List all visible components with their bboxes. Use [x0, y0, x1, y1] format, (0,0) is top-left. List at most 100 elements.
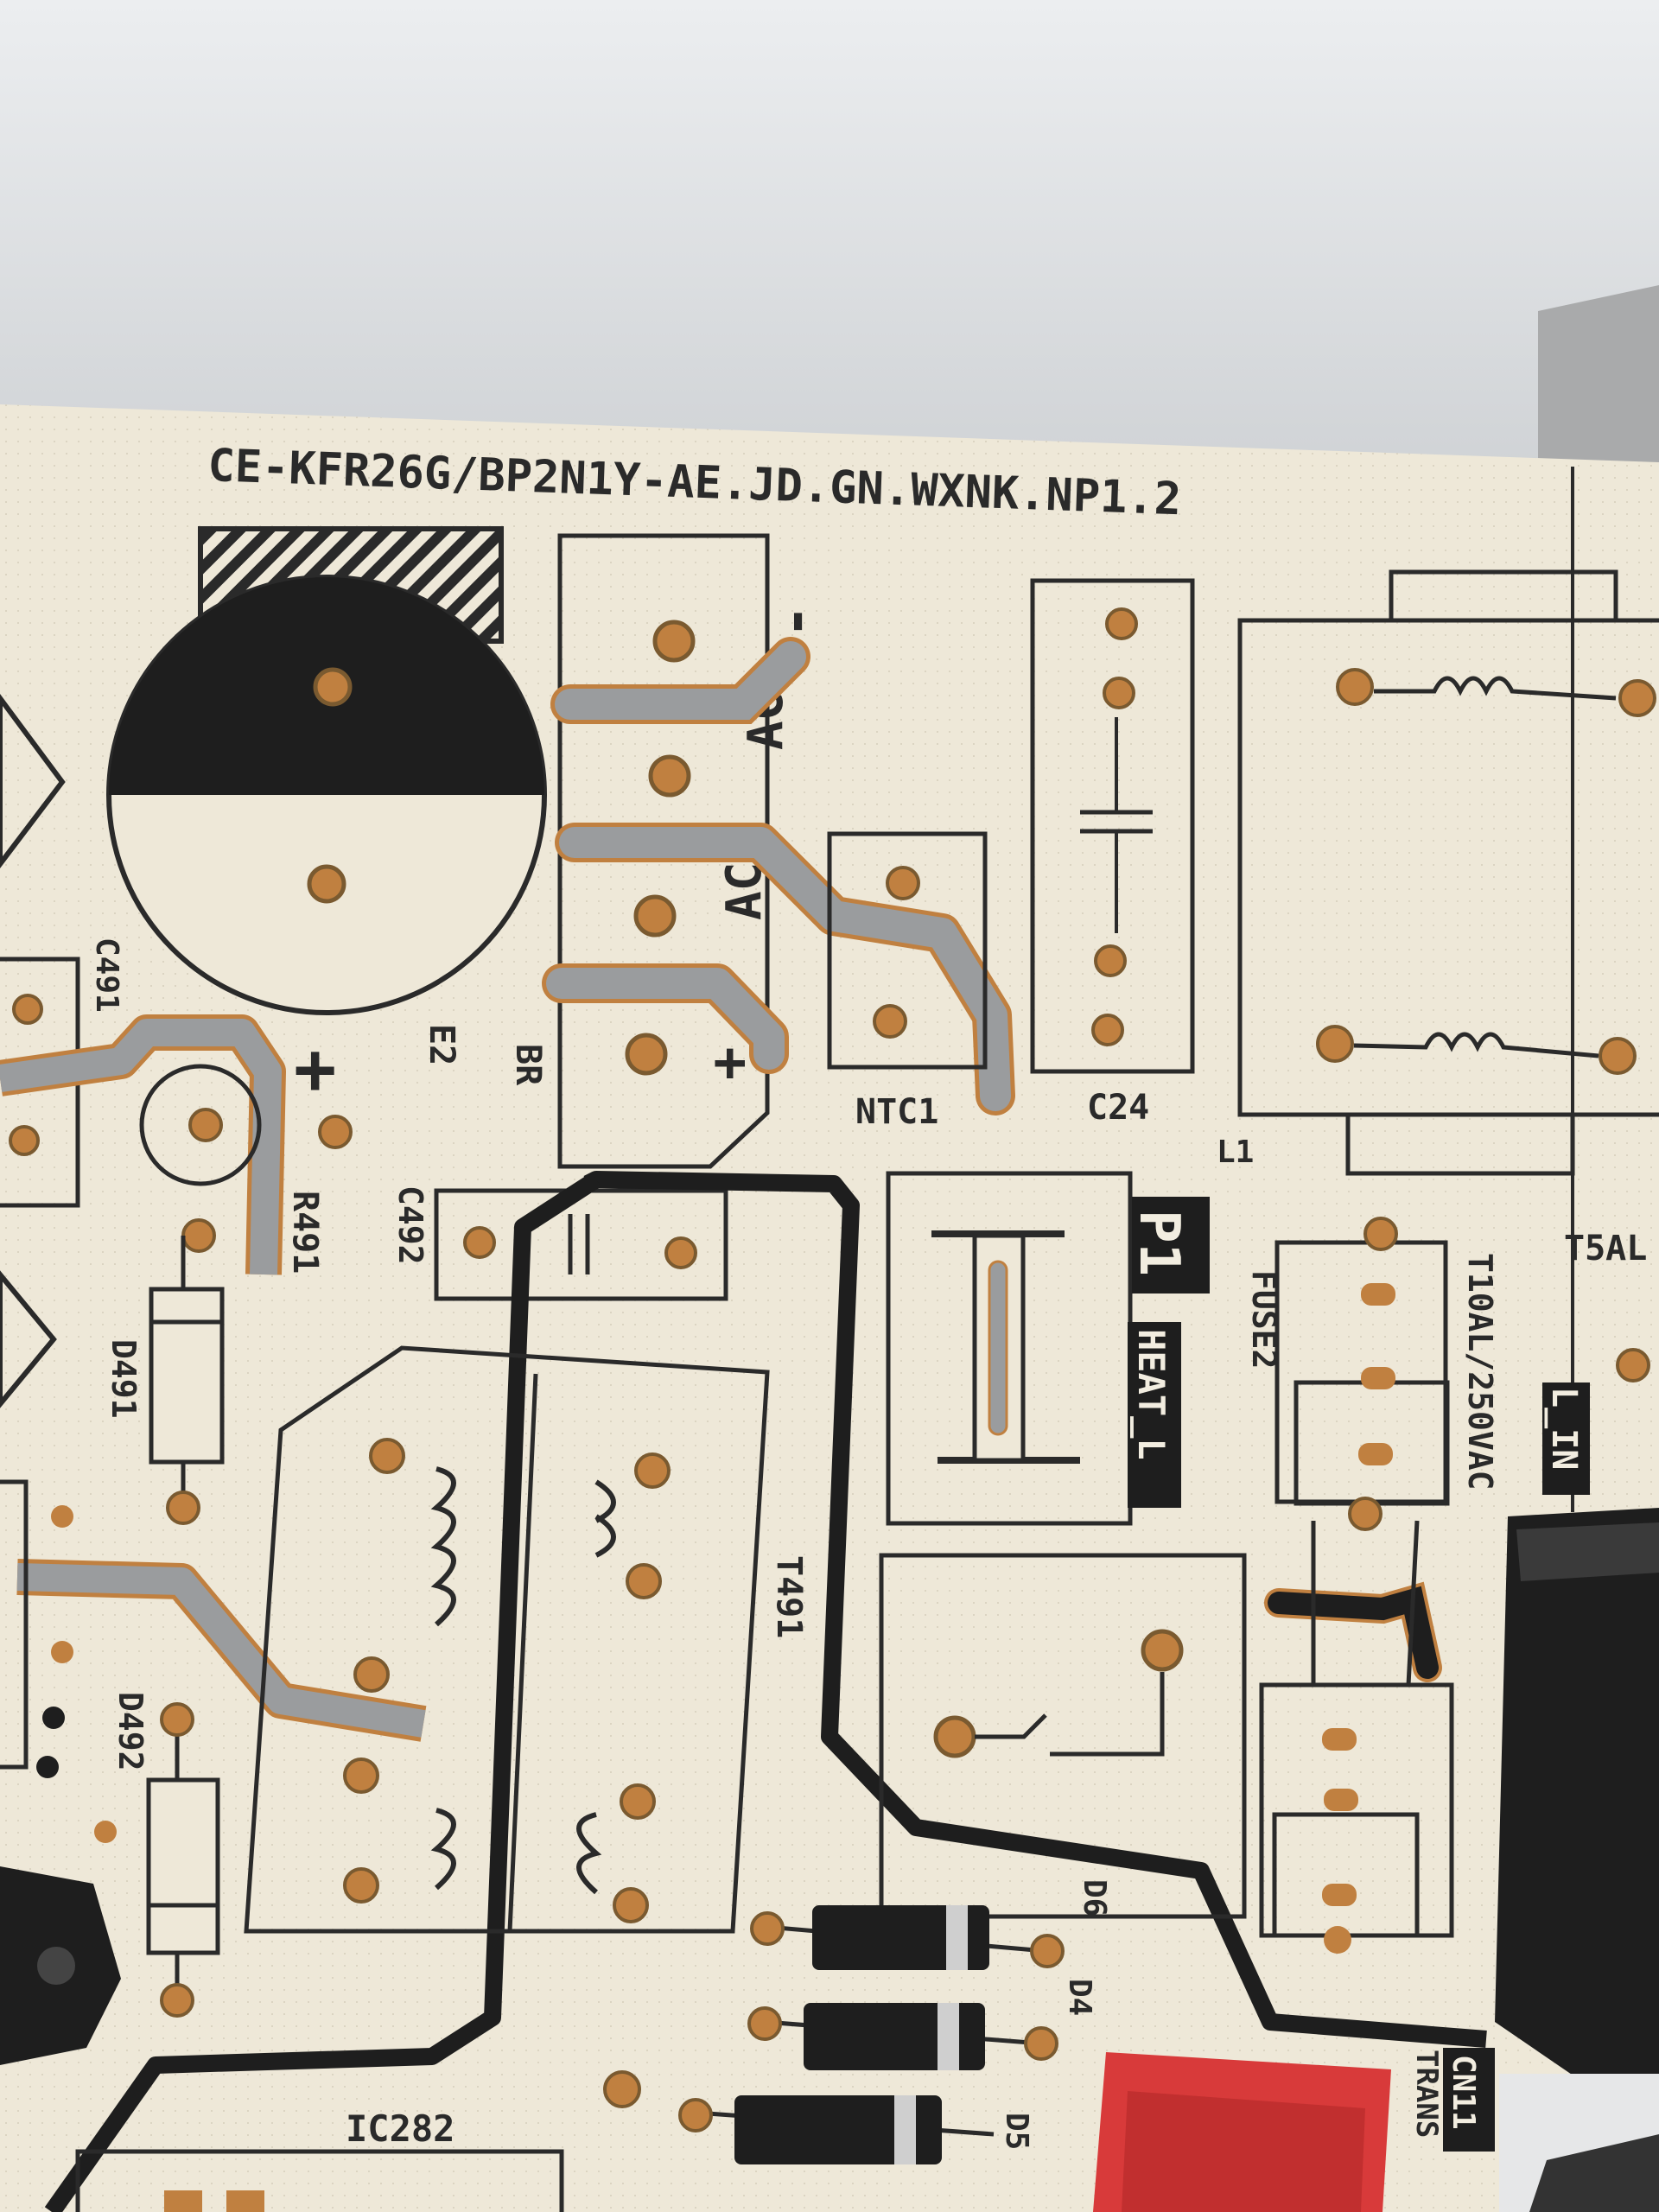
- trace-left-top-fill: [0, 1019, 282, 1275]
- ntc1-pad-b: [873, 1004, 907, 1039]
- fuse-holder-wire-b: [1406, 1520, 1420, 1686]
- t491-coil-right-top: [594, 1479, 616, 1558]
- diode-d492: [146, 1702, 220, 2018]
- c24-outline: [1030, 578, 1195, 1074]
- connector-p1: P1 HEAT_L: [886, 1171, 1210, 1526]
- d4-label: D4: [1062, 1979, 1097, 2016]
- relay-black-right: [1495, 1508, 1659, 2134]
- t491-pad-6: [626, 1563, 662, 1599]
- fuse-holder-pad-1: [1322, 1728, 1357, 1751]
- warning-triangle-top: [0, 693, 66, 868]
- d492-body: [146, 1777, 220, 1955]
- br-label: BR: [508, 1044, 548, 1086]
- ntc1-pad-a: [886, 866, 920, 900]
- p1-badge: [1132, 1197, 1210, 1294]
- d492-label: D492: [111, 1692, 149, 1771]
- d491-pad: [166, 1491, 200, 1525]
- t491-label: T491: [769, 1555, 809, 1638]
- pad-near-ic282: [603, 2070, 641, 2108]
- relay-black-highlight: [1516, 1522, 1659, 1581]
- fuse2-pad-4: [1358, 1443, 1393, 1465]
- t5al-pad: [1616, 1348, 1650, 1382]
- left-pad-1: [51, 1505, 73, 1528]
- c24-label: C24: [1087, 1088, 1149, 1128]
- cn11-label: CN11: [1446, 2055, 1481, 2130]
- t491-pad-3: [343, 1758, 379, 1794]
- d491-label: D491: [105, 1339, 143, 1419]
- warning-triangle-bottom: [0, 1270, 57, 1408]
- left-pad-2: [51, 1641, 73, 1663]
- relay-pad-b: [933, 1715, 976, 1758]
- br-pad-3: [633, 894, 677, 938]
- l1-coil-bottom: [1353, 1032, 1599, 1058]
- relay-pad-a: [1141, 1629, 1184, 1672]
- wall-shadow: [1538, 285, 1659, 484]
- trans-label: TRANS: [1409, 2050, 1444, 2138]
- l1-pad-2: [1618, 679, 1656, 717]
- l1-pad-4: [1599, 1037, 1637, 1075]
- t491-pad-4: [343, 1867, 379, 1904]
- r491-label: R491: [285, 1191, 325, 1274]
- diode-d4: D4: [747, 1979, 1097, 2070]
- c491-pad-a: [12, 994, 43, 1025]
- c24-pad-1: [1105, 607, 1138, 640]
- br-outline: [557, 533, 770, 1169]
- transistor-hole: [37, 1947, 75, 1985]
- d5-band: [894, 2095, 916, 2164]
- l1-bottom-tab: [1345, 1112, 1575, 1176]
- fuse-holder-pad-4: [1324, 1926, 1351, 1954]
- c24-pad-3: [1094, 944, 1127, 977]
- d492-pad-a: [160, 1702, 194, 1737]
- p1-slot: [988, 1260, 1008, 1436]
- br-pad-1: [652, 620, 696, 663]
- trace-br-3-fill: [546, 968, 785, 1070]
- ic282-label: IC282: [346, 2107, 454, 2150]
- l1-pad-3: [1316, 1025, 1354, 1063]
- c492-label: C492: [391, 1185, 429, 1265]
- r491-pad-c: [181, 1218, 216, 1253]
- relay-switch-symbol: [975, 1672, 1165, 1757]
- d5-body: [734, 2095, 942, 2164]
- trace-black-vertical: [44, 1172, 601, 2212]
- d5-pad-a: [678, 2098, 713, 2133]
- l-in-label: L_IN: [1544, 1387, 1584, 1470]
- left-pad-3: [42, 1707, 65, 1729]
- capacitor-c24: C24: [1030, 578, 1195, 1128]
- t491-pad-2: [353, 1656, 390, 1693]
- l-in-badge: [1542, 1382, 1590, 1495]
- trace-black-main: [583, 1171, 1487, 2048]
- d4-pad-b: [1024, 2026, 1058, 2061]
- t491-coil-right-bottom: [576, 1812, 602, 1895]
- t491-coil-left-bottom: [430, 1808, 456, 1891]
- d4-pad-a: [747, 2006, 782, 2041]
- left-ic-outline: [0, 1479, 29, 1770]
- transformer-t491: T491: [244, 1345, 809, 1934]
- heat-l-badge: [1128, 1322, 1181, 1508]
- d4-band: [938, 2003, 959, 2070]
- t491-coil-left: [430, 1466, 456, 1627]
- t491-pad-8: [613, 1887, 649, 1923]
- d6-pad-a: [750, 1911, 785, 1946]
- diode-d491: D491: [105, 1236, 225, 1525]
- bottom-right-black: [1529, 2134, 1659, 2212]
- l1-pad-1: [1336, 668, 1374, 706]
- c491-pad-b: [9, 1125, 40, 1156]
- t491-outline: [244, 1345, 770, 1934]
- plus-e2-label: +: [294, 1028, 336, 1110]
- inductor-l1: L1: [1217, 569, 1659, 1176]
- fuse2-label: FUSE2: [1245, 1270, 1283, 1369]
- fuse2-pad-1: [1363, 1217, 1398, 1251]
- t491-pad-1: [369, 1438, 405, 1474]
- r491-circle: [139, 1064, 262, 1186]
- red-connector-inner: [1122, 2091, 1365, 2212]
- fuse-holder-pad-2: [1324, 1789, 1358, 1811]
- relay-box: [879, 1553, 1247, 1919]
- relay-outline: [879, 1553, 1247, 1919]
- fuse-holder-lower: [1259, 1520, 1454, 1954]
- wall-background: [0, 0, 1659, 484]
- fuse2-pad-5: [1348, 1497, 1382, 1531]
- d6-label: D6: [1077, 1879, 1112, 1916]
- diode-d6: D6: [750, 1879, 1112, 1970]
- trace-fuse-black-fill: [1268, 1586, 1439, 1679]
